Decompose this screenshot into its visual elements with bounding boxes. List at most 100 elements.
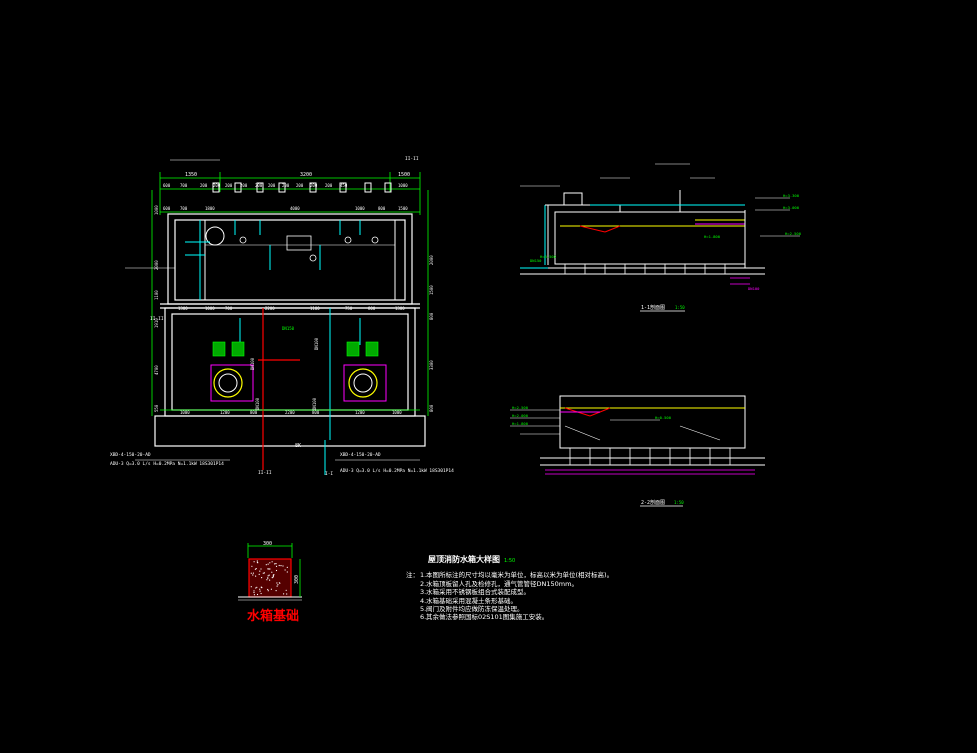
plan-right-dim: 800 — [429, 312, 434, 320]
plan-third-dim: 600 — [163, 206, 171, 211]
section-1-1-view: H=3.300H=3.000H=2.500H=1.800H=0.500DN150… — [520, 163, 802, 312]
note-number: 4. — [420, 596, 427, 605]
plan-mid-dim: 1300 — [178, 306, 188, 311]
note-number: 1. — [420, 571, 427, 580]
plan-second-dim: 600 — [163, 183, 171, 188]
note-number: 6. — [420, 613, 427, 622]
hatch-dot — [256, 560, 258, 562]
notes-list: 注：1.本图所标注的尺寸均以毫米为单位，标高以米为单位(相对标高)。2.水箱顶板… — [406, 571, 666, 621]
hatch-dot — [262, 572, 264, 574]
section-1-pipes — [520, 190, 746, 269]
plan-pipes-red — [258, 308, 300, 470]
plan-second-dim: 200 — [213, 183, 221, 188]
note-text: 水箱采用不锈钢板组合式装配成型。 — [426, 588, 530, 597]
plan-mid-dim: 1000 — [205, 306, 215, 311]
plan-third-dim: 700 — [180, 206, 188, 211]
section-2-pipes — [560, 407, 745, 417]
note-lead — [406, 613, 420, 621]
section-1-foundation — [564, 264, 726, 274]
base-concrete-hatch — [250, 560, 288, 596]
section-1-magenta-marks — [730, 277, 750, 285]
plan-second-dim: 1000 — [398, 183, 408, 188]
hatch-dot — [269, 562, 271, 564]
hatch-dot — [267, 568, 269, 570]
hatch-dot — [269, 568, 271, 570]
note-text: 其余做法参照国标02S101图集施工安装。 — [426, 613, 549, 622]
plan-water-tank — [204, 219, 396, 301]
note-item: 3.水箱采用不锈钢板组合式装配成型。 — [406, 588, 666, 596]
manhole-circle — [205, 226, 225, 246]
hatch-dot — [253, 594, 255, 596]
plan-footer-right-1: XBD-4-150-20-AD — [340, 452, 381, 458]
plan-top-dimension-lines — [159, 172, 421, 215]
section-mark: II-II — [405, 156, 419, 162]
notes-title: 屋顶消防水箱大样图 1:50 — [428, 555, 666, 565]
hatch-dot — [267, 575, 269, 577]
hatch-dot — [253, 591, 255, 594]
plan-left-dim: 1000 — [154, 205, 159, 215]
plan-right-dim: 1500 — [429, 285, 434, 295]
hatch-dot — [285, 589, 287, 591]
plan-bottom-dim: 1000 — [180, 410, 190, 415]
base-title: 水箱基础 — [247, 608, 299, 624]
hatch-dot — [286, 571, 288, 573]
notes-scale: 1:50 — [504, 558, 516, 564]
hatch-dot — [259, 588, 261, 590]
hatch-dot — [271, 561, 273, 563]
section-2-label: H=2.500 — [512, 405, 529, 410]
hatch-dot — [252, 572, 254, 574]
notes-title-text: 屋顶消防水箱大样图 — [428, 555, 500, 564]
plan-second-dim: 200 — [296, 183, 304, 188]
plan-footer-right-2: ADU-3 Q=3.0 L/s H=0.2MPa N=1.1kW 18S301P… — [340, 468, 454, 474]
section-1-label: H=1.800 — [704, 234, 721, 239]
hatch-dot — [269, 579, 271, 581]
hatch-dot — [260, 592, 262, 595]
hatch-dot — [255, 587, 257, 589]
hatch-dot — [267, 588, 269, 591]
section-1-scale: 1:50 — [675, 305, 685, 310]
general-notes: 屋顶消防水箱大样图 1:50 注：1.本图所标注的尺寸均以毫米为单位，标高以米为单… — [406, 555, 666, 622]
plan-mid-dim: 700 — [225, 306, 233, 311]
section-2-leaders — [510, 409, 721, 441]
plan-second-dim: 200 — [240, 183, 248, 188]
pipe-label: DN100 — [312, 397, 317, 410]
plan-right-dim: 3300 — [429, 360, 434, 370]
plan-third-dim: 800 — [378, 206, 386, 211]
hatch-dot — [256, 586, 258, 588]
hatch-dot — [276, 585, 278, 587]
note-item: 2.水箱顶板留人孔及检修孔，通气管管径DN150mm。 — [406, 580, 666, 588]
plan-second-dim: 200 — [225, 183, 233, 188]
hatch-dot — [254, 568, 256, 570]
hatch-dot — [283, 593, 285, 595]
hatch-dot — [278, 582, 280, 584]
plan-second-dim: 200 — [200, 183, 208, 188]
hatch-dot — [265, 564, 267, 566]
plan-left-dim: 1910 — [154, 318, 159, 328]
hatch-dot — [271, 577, 273, 579]
plan-mid-dim: 2200 — [265, 306, 275, 311]
plan-mid-dim: 800 — [368, 306, 376, 311]
pipe-label: DN100 — [255, 397, 260, 410]
note-number: 5. — [420, 605, 427, 614]
note-item: 6.其余做法参照国标02S101图集施工安装。 — [406, 613, 666, 621]
plan-third-dim: 1000 — [355, 206, 365, 211]
plan-leader-lines — [125, 159, 420, 461]
base-concrete-block — [248, 558, 292, 598]
plan-bottom-dim: 1200 — [355, 410, 365, 415]
hatch-dot — [255, 575, 257, 577]
plan-second-dim: 200 — [325, 183, 333, 188]
plan-second-dim: 200 — [268, 183, 276, 188]
plan-footer-left-2: ADU-3 Q=3.0 L/s H=0.2MPa N=1.1kW 18S301P… — [110, 461, 224, 467]
hatch-dot — [267, 577, 269, 579]
hatch-dot — [271, 571, 273, 573]
section-1-label: H=3.000 — [783, 205, 800, 210]
note-text: 阀门及附件均应做防冻保温处理。 — [426, 605, 524, 614]
